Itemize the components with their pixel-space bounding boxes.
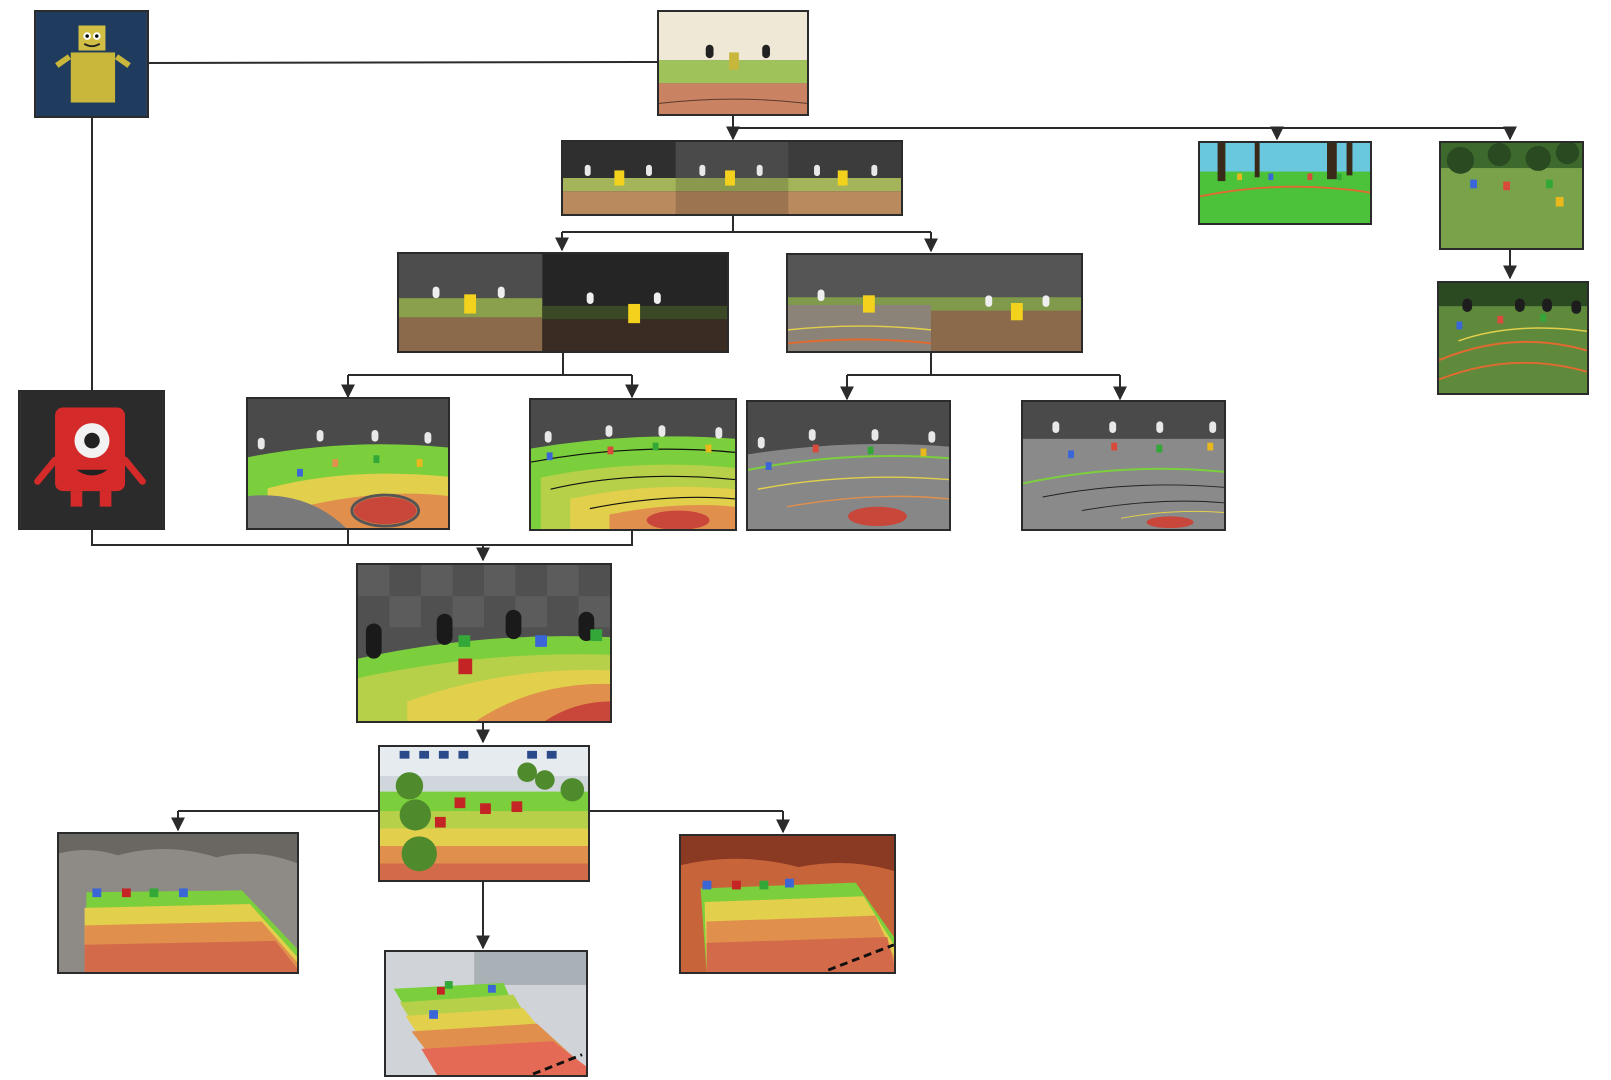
stone-ring-pit-image: [248, 399, 448, 528]
edge-ring-lines-split: [847, 351, 1120, 376]
ring-lines-thumbnail: [786, 253, 1083, 353]
rocky-grey-terrain-thumbnail: [57, 832, 299, 974]
root-prototype-image: [659, 12, 807, 114]
school-courtyard-image: [380, 747, 588, 880]
grey-ring-pit-image: [748, 402, 949, 529]
forest-clearing-thumbnail: [1439, 141, 1584, 250]
forest-rings-thumbnail: [1437, 281, 1589, 395]
light-dark-room-thumbnail: [397, 252, 729, 353]
courtyard-flat-stripes-thumbnail: [384, 950, 588, 1077]
gradient-arena-image: [358, 565, 610, 721]
stone-ring-pit-thumbnail: [246, 397, 450, 530]
edge-yellow-character-to-root: [146, 61, 658, 64]
yellow-character-thumbnail: [34, 10, 149, 118]
school-courtyard-thumbnail: [378, 745, 590, 882]
edge-merge-bus: [91, 530, 633, 546]
edge-lit-dark-split: [348, 351, 632, 376]
gradient-rings-image: [531, 400, 735, 529]
forest-clearing-image: [1441, 143, 1582, 248]
yellow-character-image: [36, 12, 147, 116]
lighting-variants-image: [563, 142, 901, 214]
forest-scene-image: [1200, 143, 1370, 223]
red-character-thumbnail: [18, 390, 165, 530]
forest-scene-thumbnail: [1198, 141, 1372, 225]
grey-ring-pit-thumbnail: [746, 400, 951, 531]
red-rocky-terrain-thumbnail: [679, 834, 896, 974]
red-rocky-terrain-image: [681, 836, 894, 972]
lighting-variants-thumbnail: [561, 140, 903, 216]
ring-lines-image: [788, 255, 1081, 351]
rocky-grey-terrain-image: [59, 834, 297, 972]
edge-ab-lighting-split: [562, 216, 931, 233]
forest-rings-image: [1439, 283, 1587, 393]
light-dark-room-image: [399, 254, 727, 351]
grey-floor-rings-thumbnail: [1021, 400, 1226, 531]
red-character-image: [20, 392, 163, 528]
gradient-rings-thumbnail: [529, 398, 737, 531]
gradient-arena-thumbnail: [356, 563, 612, 723]
grey-floor-rings-image: [1023, 402, 1224, 529]
courtyard-flat-stripes-image: [386, 952, 586, 1075]
root-prototype-thumbnail: [657, 10, 809, 116]
